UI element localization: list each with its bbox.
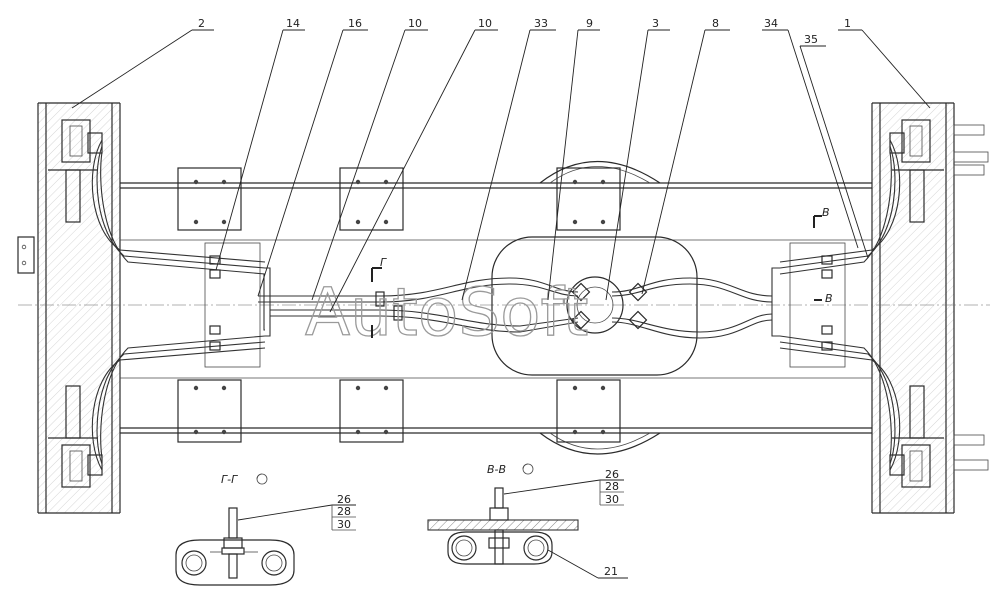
callout-1: 1 <box>844 17 851 30</box>
section-mark-v-label: В <box>822 206 830 219</box>
brake-chamber-bottom-right <box>889 385 944 488</box>
callout-14: 14 <box>286 17 300 30</box>
callout-10a: 10 <box>408 17 422 30</box>
callout-16: 16 <box>348 17 362 30</box>
brake-chamber-top-right <box>889 119 944 223</box>
callout-35: 35 <box>804 33 818 46</box>
brake-chamber-bottom-left <box>48 385 103 488</box>
mounting-blocks <box>177 167 621 443</box>
callout-2: 2 <box>198 17 205 30</box>
callout-3: 3 <box>652 17 659 30</box>
section-vv-part-2: 28 <box>605 480 619 493</box>
callout-8: 8 <box>712 17 719 30</box>
section-marker-v: В В <box>813 206 833 305</box>
section-gg-part-1: 26 <box>337 493 351 506</box>
section-vv-detail: В-В 26 28 30 <box>427 463 624 565</box>
central-housing <box>491 160 698 455</box>
section-gg-part-2: 28 <box>337 505 351 518</box>
fittings <box>209 255 833 351</box>
section-gg-part-3: 30 <box>337 518 351 531</box>
brake-chamber-top-left <box>48 119 103 223</box>
section-gg-title: Г-Г <box>221 473 238 486</box>
callout-labels: 2 14 16 10 10 33 9 3 8 34 35 1 21 <box>198 17 851 578</box>
leader-lines <box>71 29 931 579</box>
section-marker-g: Г <box>371 256 387 338</box>
watermark-text: AutoSoft <box>305 274 588 351</box>
callout-10b: 10 <box>478 17 492 30</box>
section-gg-detail: Г-Г 26 28 30 <box>175 473 356 586</box>
callout-21: 21 <box>604 565 618 578</box>
section-mark-v-mid-label: В <box>825 292 833 305</box>
callout-34: 34 <box>764 17 778 30</box>
section-vv-part-3: 30 <box>605 493 619 506</box>
section-vv-title: В-В <box>487 463 506 476</box>
section-vv-part-1: 26 <box>605 468 619 481</box>
section-mark-g-label: Г <box>380 256 387 269</box>
callout-33: 33 <box>534 17 548 30</box>
callout-9: 9 <box>586 17 593 30</box>
pipelines <box>91 139 901 471</box>
